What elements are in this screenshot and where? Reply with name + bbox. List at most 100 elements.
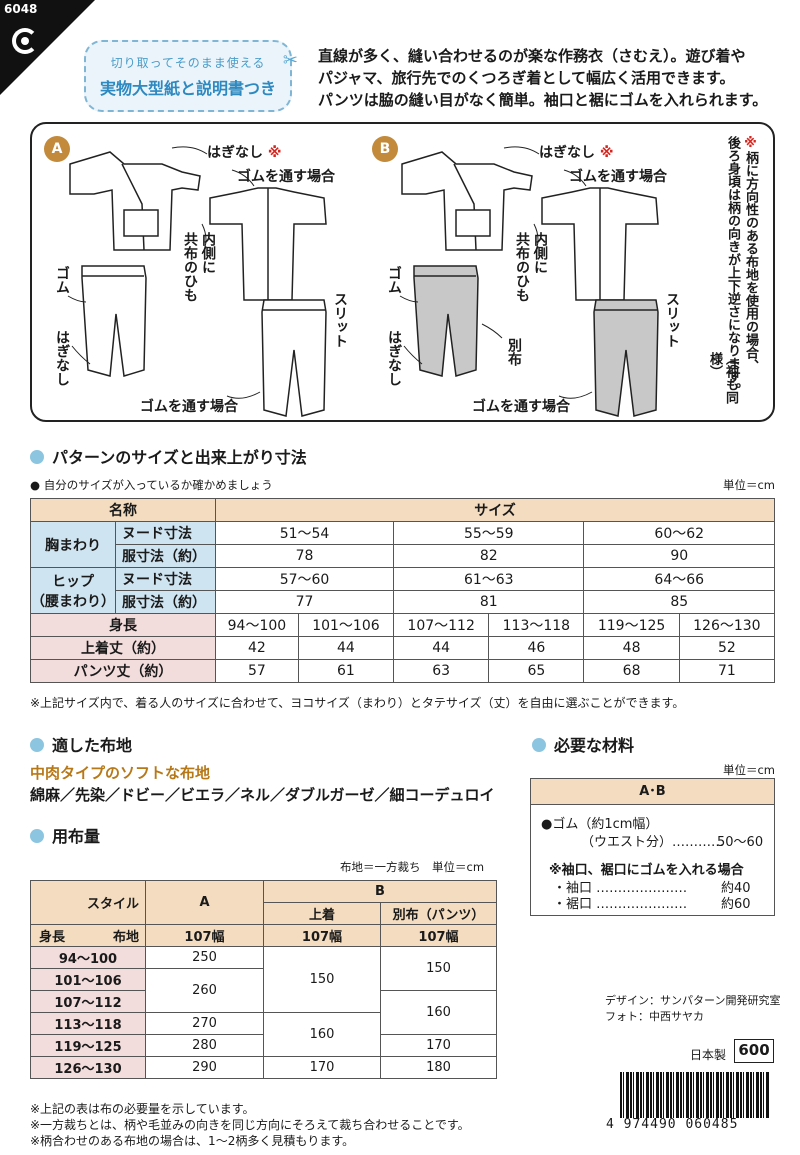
table-cell: 280: [145, 1034, 264, 1057]
table-cell: 150: [380, 946, 497, 991]
bullet-icon: [532, 738, 546, 752]
cutout-line1: 切り取ってそのまま使える: [110, 56, 266, 70]
table-cell: 180: [380, 1056, 497, 1079]
size-section-title: パターンのサイズと出来上がり寸法: [30, 444, 307, 468]
table-cell: 85: [583, 590, 775, 614]
cutout-badge: 切り取ってそのまま使える 実物大型紙と説明書つき ✂: [84, 40, 298, 112]
name-header: 名称: [30, 498, 216, 522]
size-check-note: ● 自分のサイズが入っているか確かめましょう: [30, 478, 273, 492]
fabric-type: 中肉タイプのソフトな布地: [30, 764, 211, 782]
intro-line: 直線が多く、縫い合わせるのが楽な作務衣（さむえ）。遊び着や: [318, 47, 746, 65]
table-cell: 82: [393, 544, 585, 568]
fabric-list: 綿麻／先染／ドビー／ビエラ／ネル／ダブルガーゼ／細コーデュロイ: [30, 786, 495, 804]
table-cell: 60〜62: [583, 521, 775, 545]
made-in-label: 日本製: [690, 1048, 727, 1062]
nude-label: ヌード寸法: [115, 567, 216, 591]
table-cell: 46: [488, 636, 585, 660]
garment-illustrations: [67, 146, 659, 417]
fabric-section-title: 適した布地: [30, 732, 132, 756]
photo-credit: フォト：中西サヤカ: [605, 1010, 704, 1023]
price-box: 600: [734, 1039, 774, 1063]
b-separate-header: 別布（パンツ）: [380, 902, 497, 925]
pattern-direction-note: ※柄に方向性のある布地を使用の場合、: [743, 136, 758, 372]
width-cell: 107幅: [380, 924, 497, 947]
table-cell: 78: [214, 544, 395, 568]
yardage-section-title: 用布量: [30, 823, 100, 847]
style-b-marker: B: [372, 136, 398, 162]
a-tie-label: 共布のひも: [182, 232, 198, 302]
table-cell: 63: [393, 659, 490, 683]
size-unit: 単位＝cm: [722, 478, 775, 492]
height-cell: 101〜106: [30, 968, 146, 991]
a-elastic-label: ゴム: [54, 266, 70, 294]
height-cell: 119〜125: [30, 1034, 146, 1057]
size-header: サイズ: [215, 498, 775, 522]
table-cell: 64〜66: [583, 567, 775, 591]
col-b-header: B: [263, 880, 497, 903]
illustration-panel: A B はぎなし ※ ゴムを通す場合 内側に 共布のひも ゴム はぎなし スリッ…: [30, 122, 775, 422]
materials-waist: （ウエスト分）…………: [581, 835, 725, 850]
intro-line: パンツは脇の縫い目がなく簡単。袖口と裾にゴムを入れられます。: [318, 91, 768, 109]
table-cell: 160: [263, 1012, 381, 1057]
hip-label: ヒップ（腰まわり）: [30, 567, 116, 614]
height-cell: 126〜130: [30, 1056, 146, 1079]
b-inside-label: 内側に: [532, 232, 548, 274]
b-elastic-label: ゴム: [386, 266, 402, 294]
b-noseam-pants-label: はぎなし: [386, 330, 402, 386]
table-cell: 150: [263, 946, 381, 1013]
table-cell: 170: [380, 1034, 497, 1057]
bullet-icon: [30, 738, 44, 752]
materials-unit: 単位＝cm: [722, 763, 775, 777]
table-cell: 57〜60: [214, 567, 395, 591]
b-separate-fabric-label: 別布: [506, 338, 522, 366]
table-cell: 61: [297, 659, 395, 683]
col-a-header: A: [145, 880, 264, 925]
style-a-marker: A: [44, 136, 70, 162]
table-cell: 250: [145, 946, 264, 969]
b-tie-label: 共布のひも: [514, 232, 530, 302]
table-cell: 107〜112: [393, 613, 490, 637]
chest-label: 胸まわり: [30, 521, 116, 568]
barcode-number: 4 974490 060485: [606, 1117, 739, 1132]
table-cell: 160: [380, 990, 497, 1035]
jacket-length-label: 上着丈（約）: [30, 636, 216, 660]
materials-header: A･B: [531, 779, 774, 805]
barcode: [620, 1072, 770, 1118]
materials-hem: ・裾口 …………………: [553, 897, 688, 912]
yardage-note: ※柄合わせのある布地の場合は、1〜2柄多く見積もります。: [30, 1134, 355, 1148]
pattern-number: 6048: [4, 2, 38, 16]
garment-label: 服寸法（約）: [115, 544, 216, 568]
materials-sleeve: ・袖口 …………………: [553, 881, 688, 896]
pattern-direction-note-3: （袖も同様）: [707, 352, 738, 404]
b-no-seam-label: はぎなし ※: [539, 145, 614, 161]
table-cell: 61〜63: [393, 567, 585, 591]
table-cell: 44: [393, 636, 490, 660]
height-cell: 94〜100: [30, 946, 146, 969]
materials-box: A･B ●ゴム（約1cm幅） （ウエスト分）………… 50〜60 ※袖口、裾口に…: [530, 778, 775, 916]
materials-cuff-note: ※袖口、裾口にゴムを入れる場合: [549, 863, 744, 878]
table-cell: 57: [215, 659, 299, 683]
height-cell: 113〜118: [30, 1012, 146, 1035]
a-inside-label: 内側に: [200, 232, 216, 274]
height-fabric-label: 身長布地: [30, 924, 146, 947]
table-cell: 65: [488, 659, 585, 683]
design-credit: デザイン：サンパターン開発研究室: [605, 994, 781, 1007]
a-slit-label: スリット: [332, 292, 348, 348]
table-cell: 270: [145, 1012, 264, 1035]
table-cell: 44: [297, 636, 395, 660]
materials-waist-value: 50〜60: [717, 835, 764, 850]
yardage-unit: 布地＝一方裁ち 単位＝cm: [340, 860, 485, 874]
height-label: 身長: [30, 613, 216, 637]
table-cell: 101〜106: [297, 613, 395, 637]
table-cell: 81: [393, 590, 585, 614]
width-cell: 107幅: [145, 924, 264, 947]
garment-label: 服寸法（約）: [115, 590, 216, 614]
nude-label: ヌード寸法: [115, 521, 216, 545]
width-cell: 107幅: [263, 924, 381, 947]
table-cell: 94〜100: [215, 613, 299, 637]
table-cell: 51〜54: [214, 521, 395, 545]
table-cell: 68: [583, 659, 680, 683]
table-cell: 52: [678, 636, 776, 660]
table-cell: 48: [583, 636, 680, 660]
materials-section-title: 必要な材料: [532, 732, 634, 756]
